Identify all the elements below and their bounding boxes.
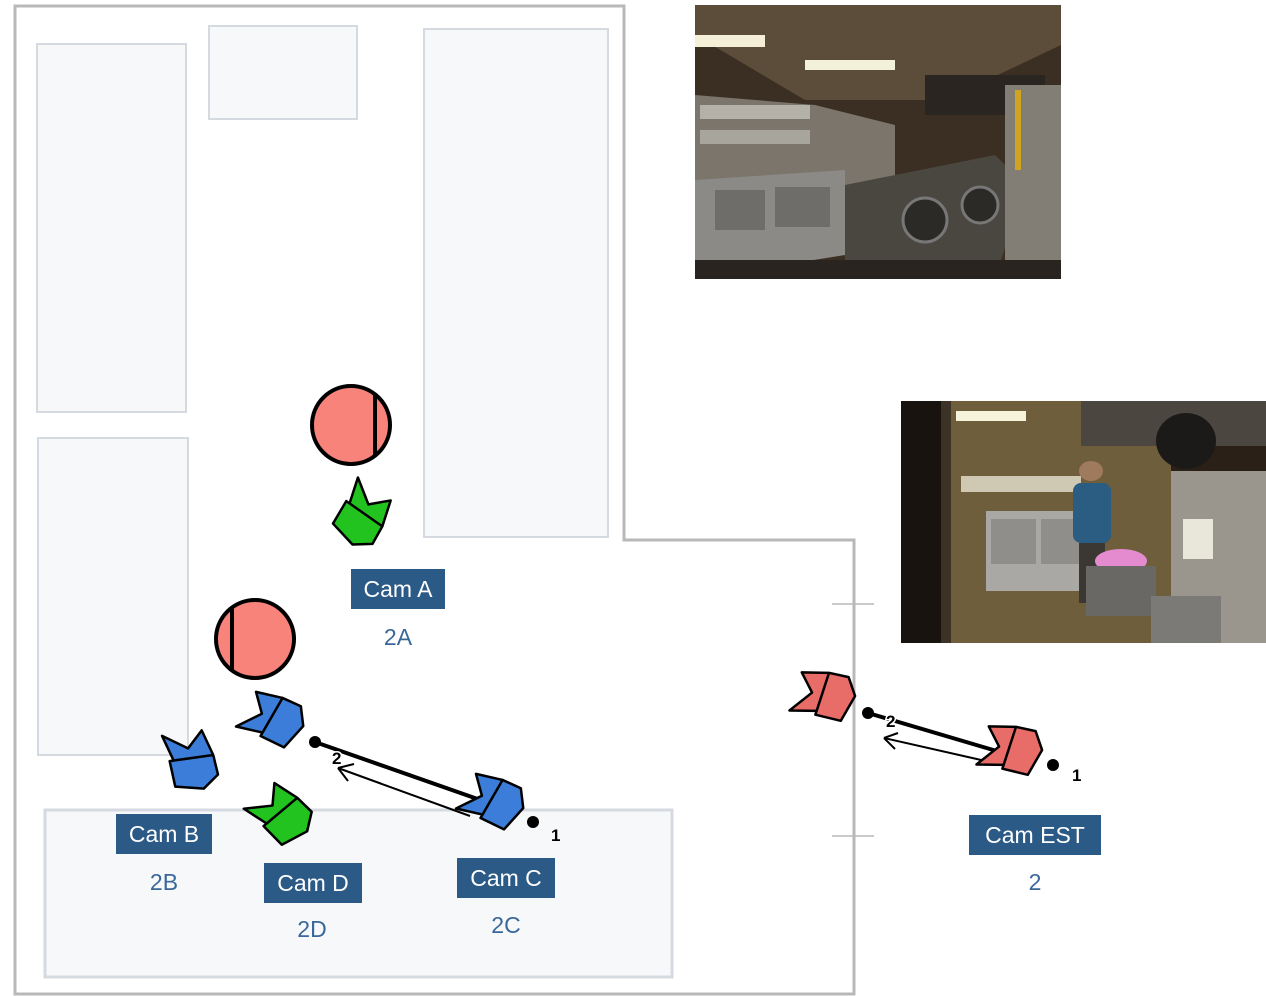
cam-b-code: 2B <box>149 869 179 895</box>
cam-b-label: Cam B <box>116 814 212 854</box>
move-start-marker: 1 <box>551 826 560 845</box>
move-arrow-icon <box>309 736 539 828</box>
move-end-marker: 2 <box>332 749 341 768</box>
move-arrow-icon <box>862 707 1059 771</box>
counter-top-small <box>208 25 358 120</box>
cam-c-label: Cam C <box>457 858 555 898</box>
subject-icon <box>214 598 296 680</box>
cam-d-label: Cam D <box>264 863 362 903</box>
counter-left-upper <box>36 43 187 413</box>
move-end-marker: 2 <box>886 712 895 731</box>
counter-left-lower <box>37 437 189 756</box>
cam-est-code: 2 <box>1028 869 1042 895</box>
move-start-marker: 1 <box>1072 766 1081 785</box>
cam-a-label: Cam A <box>351 569 445 609</box>
counter-right <box>423 28 609 538</box>
cam-est-label: Cam EST <box>969 815 1101 855</box>
cam-a-code: 2A <box>383 624 413 650</box>
cam-c-code: 2C <box>491 912 521 938</box>
subject-icon <box>310 384 392 466</box>
kitchen-photo <box>901 401 1266 643</box>
kitchen-photo <box>695 5 1061 279</box>
cam-d-code: 2D <box>297 916 327 942</box>
